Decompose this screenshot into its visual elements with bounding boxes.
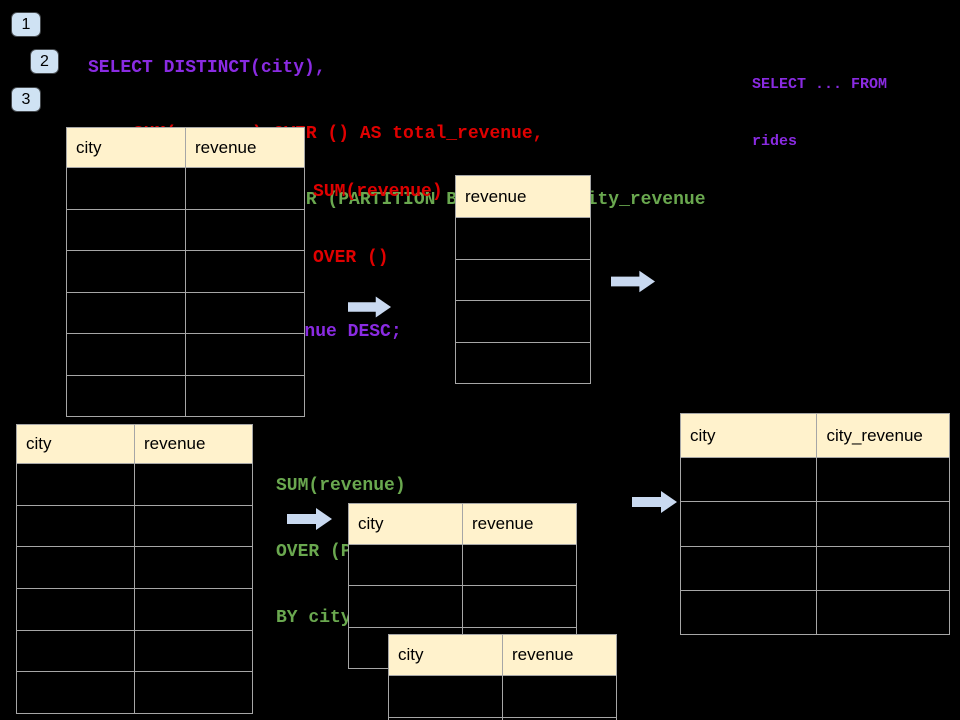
- column-header: city: [349, 504, 462, 544]
- select-from-rides-note: SELECT ... FROM rides: [752, 37, 887, 189]
- column-header: city_revenue: [817, 414, 949, 457]
- table-cell-empty: [17, 505, 134, 547]
- table-cell-empty: [135, 505, 252, 547]
- table-cell-empty: [681, 546, 817, 590]
- table-cell-empty: [186, 168, 304, 209]
- table-cell-empty: [681, 458, 817, 502]
- table-cell-empty: [503, 718, 616, 720]
- table-cell-empty: [456, 301, 590, 342]
- step-badge-2-label: 2: [40, 52, 49, 70]
- table-cell-empty: [681, 590, 817, 634]
- step-badge-2: 2: [30, 49, 59, 74]
- table-total-revenue-result: revenue: [455, 175, 591, 384]
- column-header: city: [67, 128, 185, 167]
- table-cell-empty: [186, 292, 304, 333]
- table-cell-empty: [456, 342, 590, 383]
- table-cell-empty: [817, 546, 949, 590]
- table-cell-empty: [817, 502, 949, 546]
- table-cell-empty: [503, 676, 616, 717]
- total-window-label-line2: OVER (): [313, 248, 389, 268]
- table-cell-empty: [349, 545, 462, 586]
- table-cell-empty: [389, 676, 502, 717]
- table-cell-empty: [135, 464, 252, 505]
- column-header: revenue: [186, 128, 304, 167]
- column-header: revenue: [135, 425, 252, 463]
- note-line-1: SELECT ... FROM: [752, 76, 888, 93]
- step-badge-3-label: 3: [21, 90, 31, 108]
- partition-window-label-line1: SUM(revenue): [276, 476, 406, 496]
- table-cell-empty: [389, 718, 502, 720]
- table-cell-empty: [463, 545, 576, 586]
- table-cell-empty: [135, 672, 252, 713]
- table-cell-empty: [349, 586, 462, 627]
- table-cell-empty: [17, 589, 134, 630]
- column-header: revenue: [463, 504, 576, 544]
- table-cell-empty: [67, 251, 185, 292]
- step-badge-3: 3: [11, 87, 41, 112]
- table-cell-empty: [186, 375, 304, 416]
- column-header: city: [17, 425, 134, 463]
- column-header: city: [681, 414, 817, 457]
- table-cell-empty: [456, 218, 590, 259]
- table-cell-empty: [67, 292, 185, 333]
- table-cell-empty: [67, 375, 185, 416]
- table-cell-empty: [186, 251, 304, 292]
- table-cell-empty: [67, 334, 185, 375]
- table-cell-empty: [186, 334, 304, 375]
- flow-arrow-to-city-result: [632, 491, 677, 513]
- column-header: revenue: [503, 635, 616, 675]
- table-cell-empty: [17, 630, 134, 672]
- table-cell-empty: [17, 464, 134, 505]
- total-window-label: SUM(revenue) OVER (): [313, 137, 443, 313]
- flow-arrow-to-partition-tables: [287, 508, 332, 530]
- table-cell-empty: [817, 458, 949, 502]
- step-badge-1: 1: [11, 12, 41, 37]
- table-cell-empty: [817, 590, 949, 634]
- table-cell-empty: [463, 586, 576, 627]
- table-cell-empty: [135, 589, 252, 630]
- table-cell-empty: [135, 630, 252, 672]
- table-cell-empty: [135, 547, 252, 588]
- table-cell-empty: [67, 168, 185, 209]
- table-cell-empty: [67, 209, 185, 250]
- total-window-label-line1: SUM(revenue): [313, 182, 443, 202]
- column-header: city: [389, 635, 502, 675]
- step-badge-1-label: 1: [21, 15, 31, 33]
- table-cell-empty: [456, 259, 590, 300]
- flow-arrow-to-total-result: [348, 296, 392, 318]
- table-cell-empty: [17, 547, 134, 588]
- table-cell-empty: [17, 672, 134, 713]
- flow-arrow-from-total-result: [611, 270, 656, 293]
- note-line-2: rides: [752, 133, 798, 150]
- table-cell-empty: [186, 209, 304, 250]
- table-cell-empty: [681, 502, 817, 546]
- column-header: revenue: [456, 176, 590, 217]
- sql-line-select: SELECT DISTINCT(city),: [88, 58, 326, 78]
